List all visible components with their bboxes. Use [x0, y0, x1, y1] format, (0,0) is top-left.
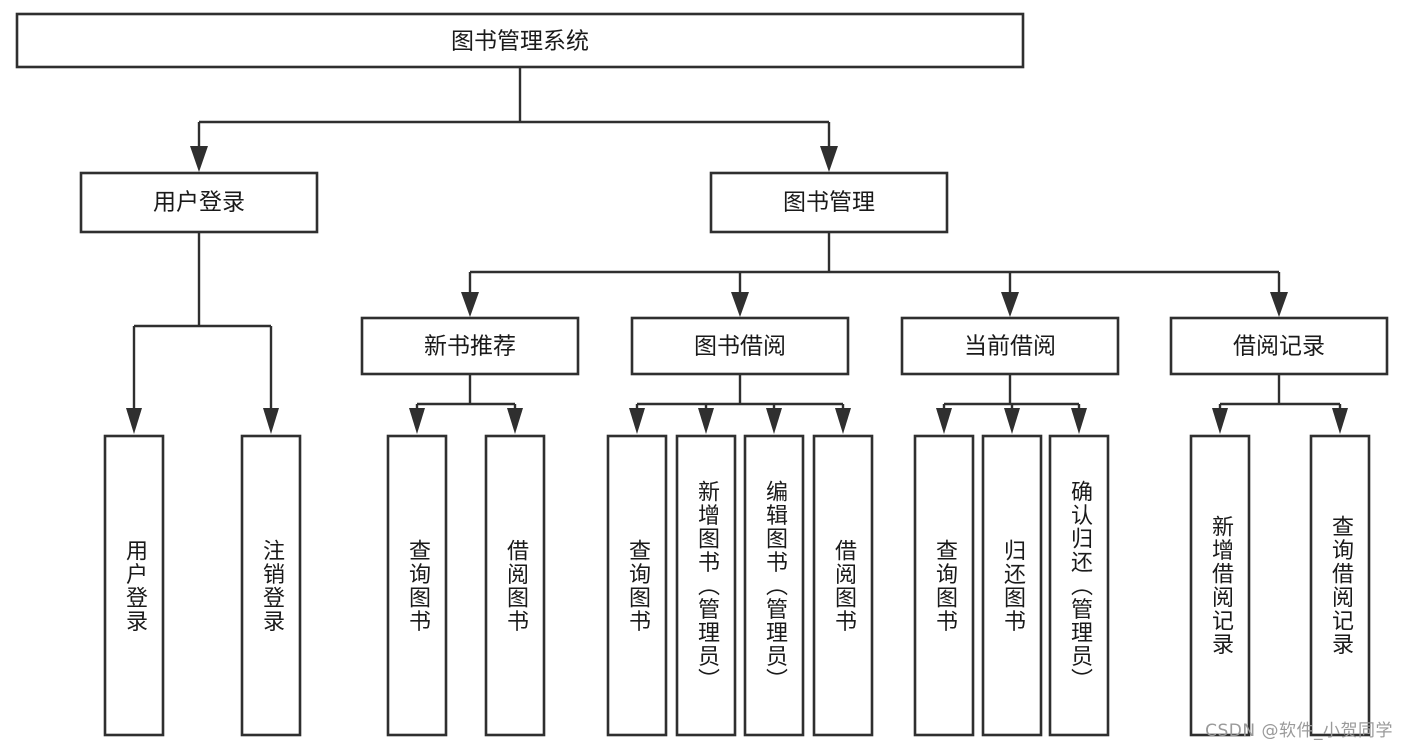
- node-box-borrow-book[interactable]: [630, 316, 850, 376]
- watermark-text: CSDN @软件_小贺同学: [1205, 721, 1393, 741]
- node-label-borrow-book: 图书借阅: [694, 334, 786, 360]
- arrow-head-leaf-9: [936, 408, 952, 434]
- arrow-head-leaf-7: [766, 408, 782, 434]
- node-label-borrow-record: 借阅记录: [1233, 334, 1325, 360]
- leaf-box-edit-book-admin[interactable]: [743, 434, 805, 737]
- arrow-head-leaf-1: [126, 408, 142, 434]
- arrow-head-leaf-3: [409, 408, 425, 434]
- leaf-box-query-book-c[interactable]: [913, 434, 975, 737]
- node-label-root: 图书管理系统: [451, 29, 589, 55]
- arrow-head-borrow-book: [731, 292, 749, 317]
- arrow-head-book-manage: [820, 146, 838, 172]
- node-label-book-manage: 图书管理: [783, 190, 875, 216]
- node-box-user-login[interactable]: [79, 171, 319, 234]
- leaf-box-return-book[interactable]: [981, 434, 1043, 737]
- arrow-head-leaf-4: [507, 408, 523, 434]
- arrow-head-leaf-6: [698, 408, 714, 434]
- node-label-user-login: 用户登录: [153, 190, 245, 216]
- arrow-head-leaf-8: [835, 408, 851, 434]
- arrow-head-current-borrow: [1001, 292, 1019, 317]
- node-label-current-borrow: 当前借阅: [964, 334, 1056, 360]
- leaf-box-add-book-admin[interactable]: [675, 434, 737, 737]
- arrow-head-leaf-11: [1071, 408, 1087, 434]
- leaf-box-user-login[interactable]: [103, 434, 165, 737]
- leaf-box-borrow-book-a[interactable]: [484, 434, 546, 737]
- node-box-book-manage[interactable]: [709, 171, 949, 234]
- arrow-head-leaf-13: [1332, 408, 1348, 434]
- connectors-layer: [126, 67, 1348, 434]
- leaf-box-logout-login[interactable]: [240, 434, 302, 737]
- leaf-box-query-book-a[interactable]: [386, 434, 448, 737]
- arrow-head-leaf-12: [1212, 408, 1228, 434]
- nodes-layer: 图书管理系统 用户登录 图书管理 新书推荐 图书借阅 当前借阅 借阅记录: [15, 12, 1389, 737]
- arrow-head-leaf-5: [629, 408, 645, 434]
- leaf-box-borrow-book-b[interactable]: [812, 434, 874, 737]
- arrow-head-leaf-2: [263, 408, 279, 434]
- arrow-head-leaf-10: [1004, 408, 1020, 434]
- node-box-borrow-record[interactable]: [1169, 316, 1389, 376]
- node-box-root[interactable]: [15, 12, 1025, 69]
- node-label-new-book: 新书推荐: [424, 334, 516, 360]
- arrow-head-borrow-record: [1270, 292, 1288, 317]
- node-box-current-borrow[interactable]: [900, 316, 1120, 376]
- arrow-head-new-book: [461, 292, 479, 317]
- arrow-head-user-login: [190, 146, 208, 172]
- leaf-box-add-borrow-record[interactable]: [1189, 434, 1251, 737]
- leaf-box-query-borrow-record[interactable]: [1309, 434, 1371, 737]
- leaf-box-query-book-b[interactable]: [606, 434, 668, 737]
- node-box-new-book[interactable]: [360, 316, 580, 376]
- leaf-box-confirm-return-admin[interactable]: [1048, 434, 1110, 737]
